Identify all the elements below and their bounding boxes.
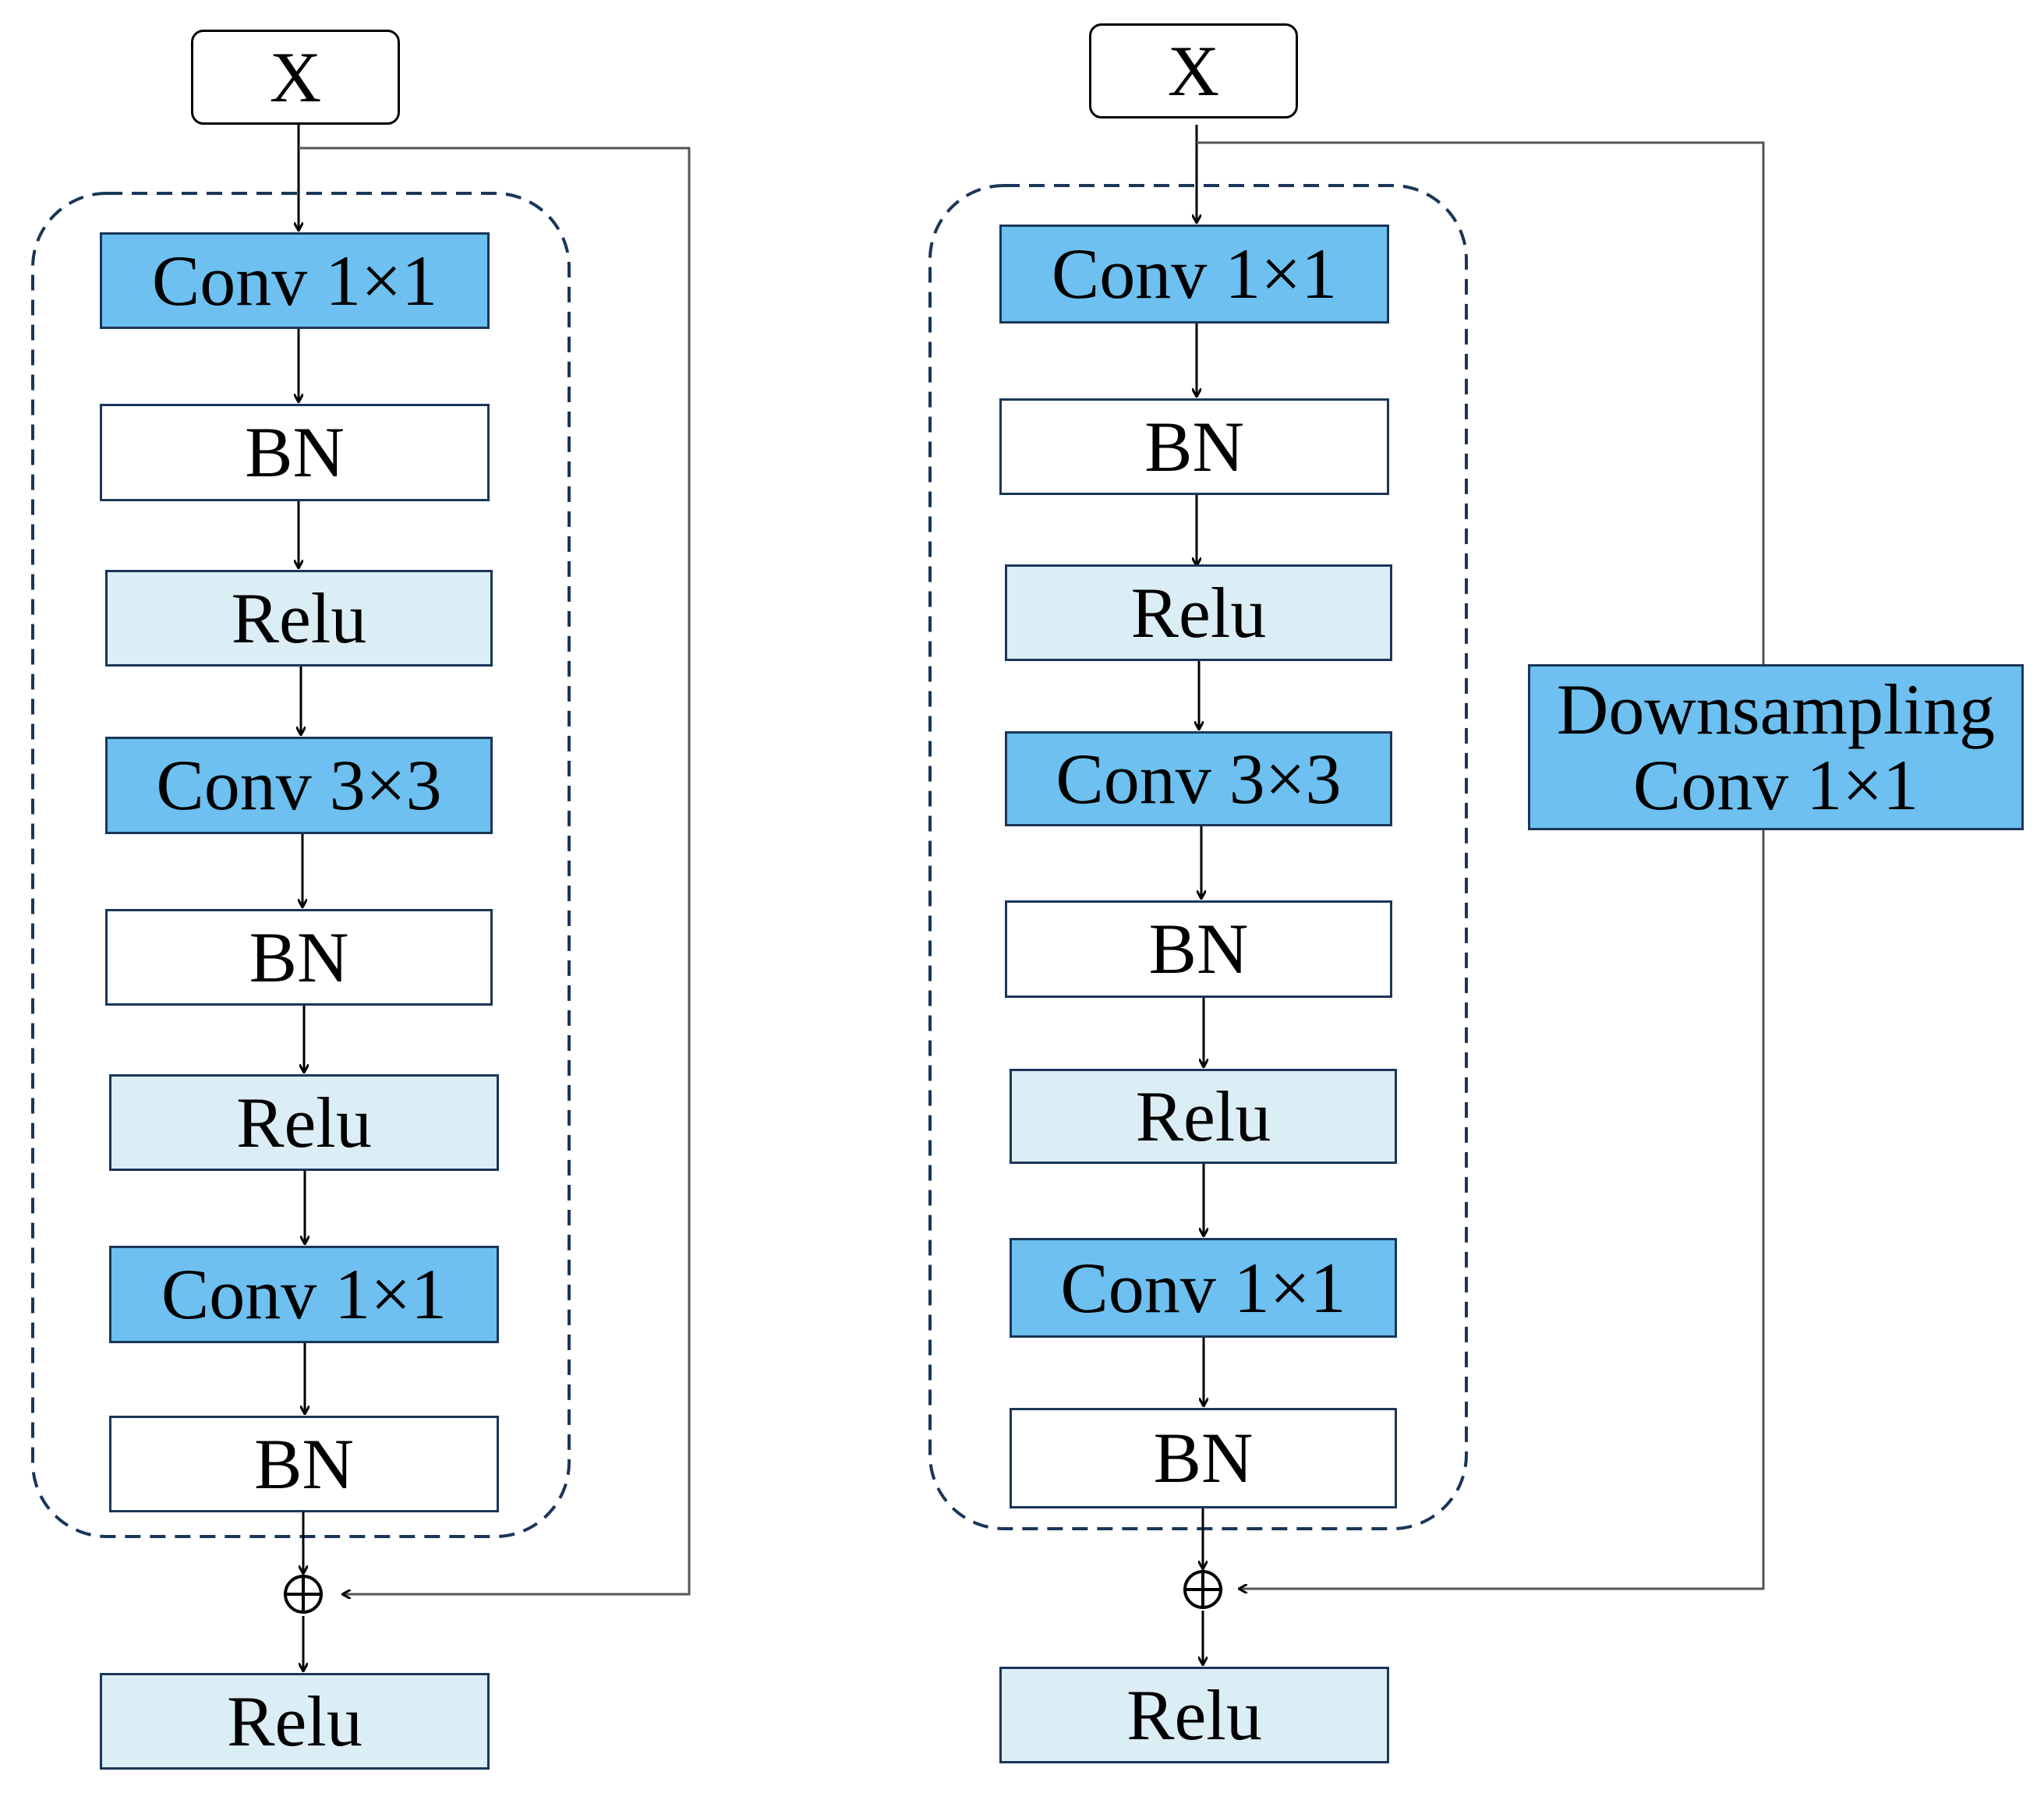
downsampling-conv-box: Downsampling Conv 1×1 <box>1528 664 2024 830</box>
left-conv1x1-b: Conv 1×1 <box>109 1246 499 1343</box>
right-relu-a: Relu <box>1005 564 1392 661</box>
right-bn-c: BN <box>1010 1408 1397 1508</box>
right-input-x: X <box>1089 23 1298 118</box>
left-relu-b: Relu <box>109 1074 499 1171</box>
downsampling-label: Downsampling <box>1556 669 1996 749</box>
right-conv3x3: Conv 3×3 <box>1005 731 1392 826</box>
right-bn-a: BN <box>999 398 1389 495</box>
left-bn-a: BN <box>100 404 490 501</box>
left-identity-shortcut <box>299 147 691 1594</box>
left-relu-a: Relu <box>105 570 493 667</box>
left-main-arrows <box>299 125 305 1671</box>
right-output-relu: Relu <box>999 1667 1389 1763</box>
right-main-arrows <box>1197 125 1204 1664</box>
right-add-circle <box>1183 1570 1222 1609</box>
right-relu-b: Relu <box>1010 1069 1397 1164</box>
downsampling-conv-label: Conv 1×1 <box>1632 744 1919 825</box>
left-output-relu: Relu <box>100 1673 490 1770</box>
right-dashed-group <box>928 184 1468 1530</box>
left-input-x: X <box>191 30 400 125</box>
right-conv1x1-a: Conv 1×1 <box>999 225 1389 324</box>
left-bn-b: BN <box>105 909 493 1006</box>
right-shortcut-lower <box>1239 830 1765 1589</box>
right-conv1x1-b: Conv 1×1 <box>1010 1238 1397 1338</box>
left-add-circle <box>284 1575 323 1614</box>
left-conv3x3: Conv 3×3 <box>105 737 493 834</box>
right-bn-b: BN <box>1005 900 1392 998</box>
left-conv1x1-a: Conv 1×1 <box>100 232 490 329</box>
right-shortcut-upper <box>1197 141 1765 664</box>
left-dashed-group <box>31 192 571 1538</box>
left-bn-c: BN <box>109 1416 499 1512</box>
